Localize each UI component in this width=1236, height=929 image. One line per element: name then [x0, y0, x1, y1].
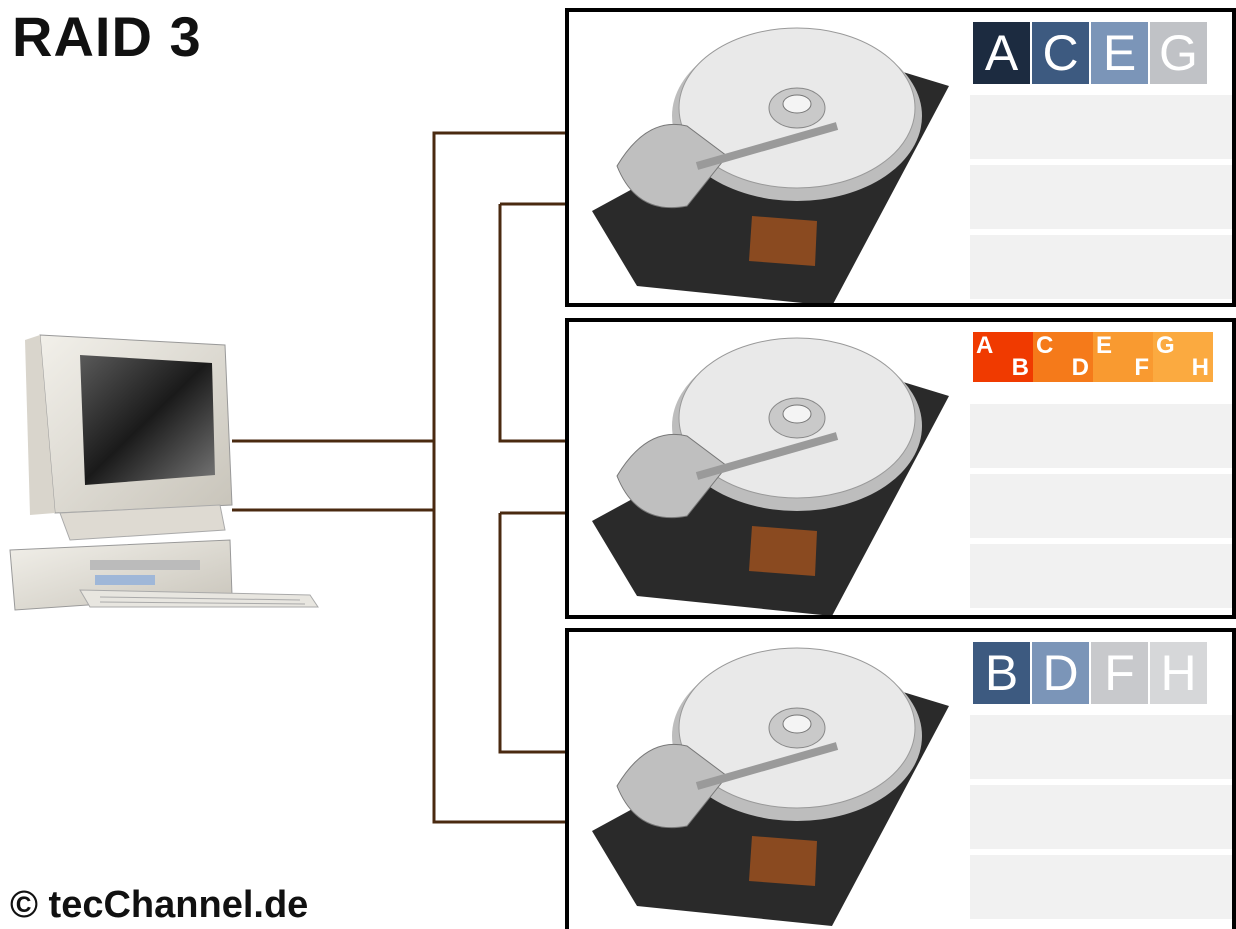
disk-panel-1: A C E G	[565, 8, 1236, 307]
stripe-row	[970, 544, 1232, 608]
disk-panel-2: B D F H	[565, 628, 1236, 929]
data-block: H	[1150, 642, 1207, 704]
cable-to-disk-3-bottom	[432, 441, 565, 824]
block-label: C	[1042, 25, 1079, 81]
stripe-row	[970, 855, 1232, 919]
parity-top-label: A	[976, 332, 994, 359]
data-block: G	[1150, 22, 1207, 84]
parity-top-label: E	[1096, 332, 1113, 359]
block-label: D	[1042, 645, 1079, 701]
computer-icon	[9, 334, 319, 611]
stripe-row	[970, 785, 1232, 849]
block-label: G	[1159, 25, 1198, 81]
block-label: E	[1102, 25, 1137, 81]
parity-top-label: C	[1036, 332, 1054, 359]
cable-riser-2	[498, 513, 565, 754]
stripe-rows	[970, 12, 1232, 303]
cable-to-disk-1-and-3	[232, 131, 565, 443]
parity-bottom-label: H	[1191, 354, 1209, 381]
copyright-text: © tecChannel.de	[10, 884, 309, 926]
hard-drive-icon	[592, 647, 949, 926]
block-label: F	[1104, 645, 1135, 701]
data-block: B	[973, 642, 1030, 704]
cable-riser	[498, 204, 565, 443]
data-block: D	[1032, 642, 1089, 704]
block-label: B	[984, 645, 1019, 701]
hard-drive-icon	[592, 27, 949, 303]
stripe-row	[970, 165, 1232, 229]
block-label: A	[984, 25, 1019, 81]
stripe-row	[970, 474, 1232, 538]
block-label: H	[1160, 645, 1197, 701]
data-blocks: B D F H	[973, 642, 1207, 704]
data-blocks: A C E G	[973, 22, 1207, 84]
parity-bottom-label: F	[1134, 354, 1149, 381]
parity-bottom-label: B	[1011, 354, 1029, 381]
parity-bottom-label: D	[1071, 354, 1089, 381]
stripe-row	[970, 404, 1232, 468]
stripe-rows	[970, 322, 1232, 615]
data-block: C	[1032, 22, 1089, 84]
data-block: E	[1091, 22, 1148, 84]
stripe-row	[970, 95, 1232, 159]
stripe-row	[970, 235, 1232, 299]
stripe-row	[970, 715, 1232, 779]
diagram-title: RAID 3	[12, 5, 202, 68]
hard-drive-icon	[592, 337, 949, 615]
parity-top-label: G	[1156, 332, 1175, 359]
stripe-rows	[970, 632, 1232, 929]
data-block: A	[973, 22, 1030, 84]
data-block: F	[1091, 642, 1148, 704]
